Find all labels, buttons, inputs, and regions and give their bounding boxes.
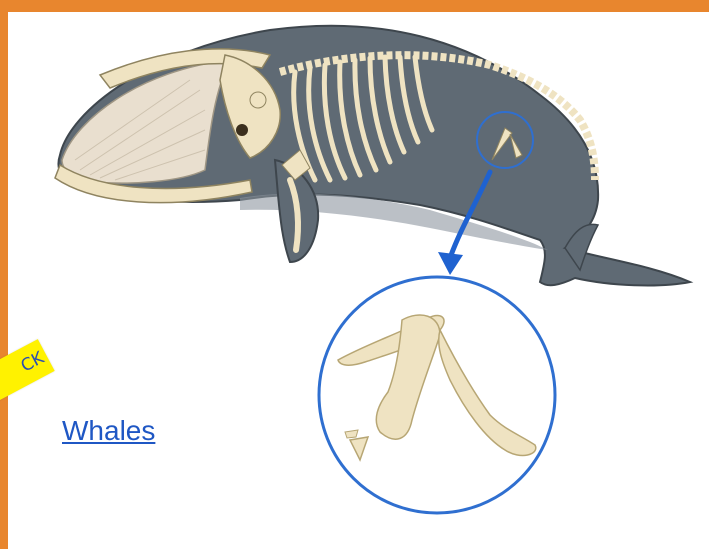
whales-link[interactable]: Whales [62,415,155,447]
magnified-pelvis-circle [319,277,555,513]
